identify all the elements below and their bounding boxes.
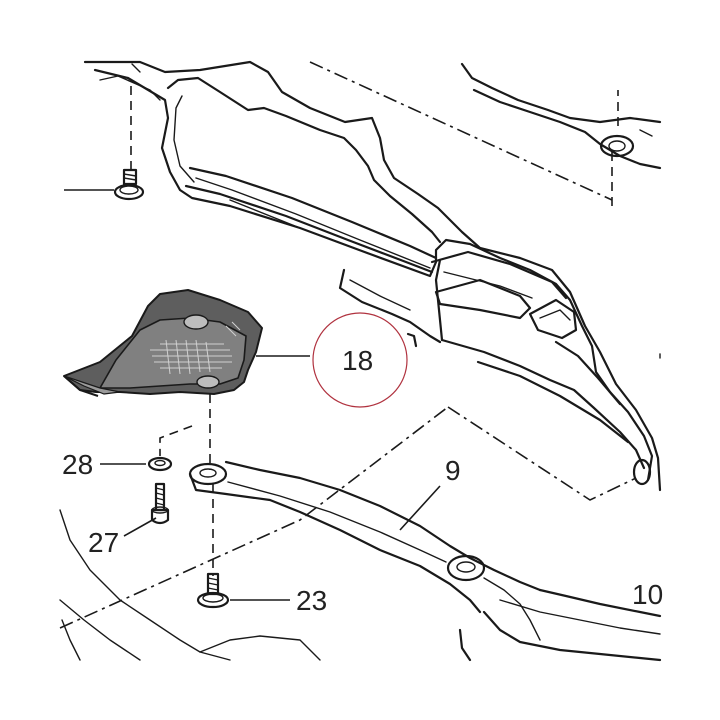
callout-18: 18 [342, 345, 373, 376]
callout-10: 10 [632, 579, 663, 610]
alignment-lines-shield [159, 394, 214, 576]
screw-upper-left [113, 168, 145, 201]
upper-right-bracket [460, 62, 662, 170]
background-contours [59, 353, 661, 661]
screw-part-27 [150, 482, 170, 525]
alignment-line-lower [59, 406, 449, 629]
callout-9: 9 [445, 455, 461, 486]
strut-part-9 [188, 460, 662, 662]
leader-27 [123, 517, 157, 537]
callout-28: 28 [62, 449, 93, 480]
highlight-circle [312, 312, 408, 408]
callout-23: 23 [296, 585, 327, 616]
washer-part-28 [147, 456, 173, 472]
side-panel-rail [83, 60, 662, 492]
screw-part-23 [196, 572, 230, 609]
alignment-lines-upper [130, 61, 637, 501]
callout-27: 27 [88, 527, 119, 558]
heel-shield-part-18 [63, 289, 263, 397]
leader-9 [399, 485, 441, 531]
